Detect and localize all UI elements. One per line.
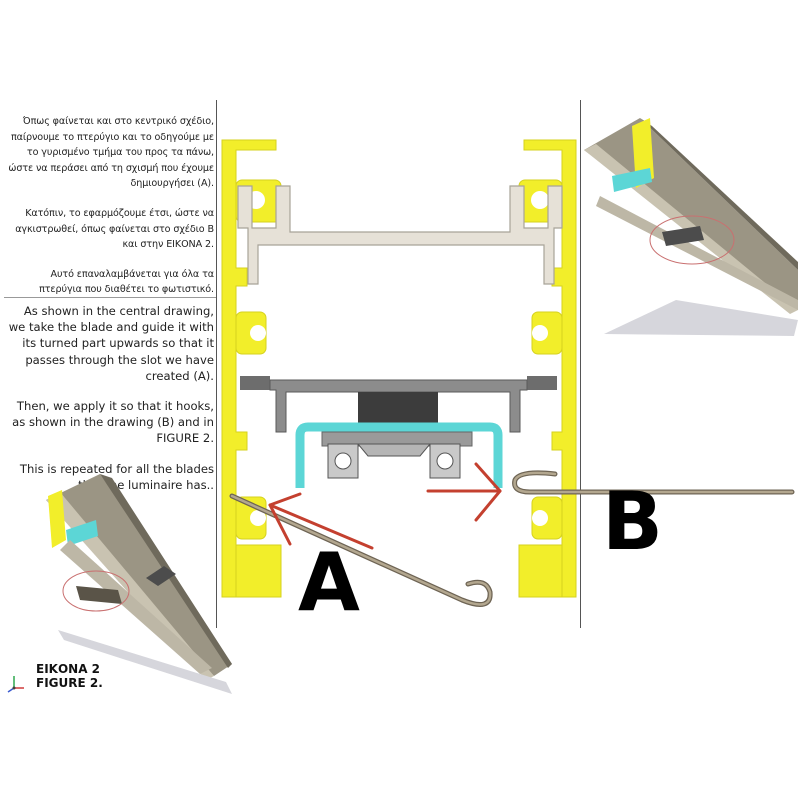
greek-instructions: Όπως φαίνεται και στο κεντρικό σχέδιο, π… [8,114,214,298]
label-b: B [602,475,663,568]
axis-icon [7,676,24,693]
figure-caption-english: FIGURE 2. [36,676,103,690]
figure-caption: ΕΙΚΟΝΑ 2 FIGURE 2. [36,662,103,690]
clip-frame [240,376,557,433]
led-holder [295,422,503,488]
figure-caption-greek: ΕΙΚΟΝΑ 2 [36,662,101,676]
arrow-a [268,492,374,550]
led-mount-blocks [327,443,461,479]
right-divider-line [580,100,581,628]
arrow-b [426,462,502,522]
english-paragraph-1: As shown in the central drawing, we take… [8,304,214,383]
english-paragraph-2: Then, we apply it so that it hooks, as s… [12,399,214,446]
blade-position-b [512,470,795,495]
figure-2-illustration [46,474,232,694]
blade-position-a [229,493,493,607]
english-instructions: As shown in the central drawing, we take… [8,303,214,493]
top-right-illustration [584,118,798,336]
greek-paragraph-3: Αυτό επαναλαμβάνεται για όλα τα πτερύγια… [39,268,214,296]
inner-liner [237,185,563,285]
greek-paragraph-2: Κατόπιν, το εφαρμόζουμε έτσι, ώστε να αγ… [15,207,214,251]
text-divider [4,297,216,298]
label-a: A [298,536,360,629]
left-divider-line [216,100,217,628]
greek-paragraph-1: Όπως φαίνεται και στο κεντρικό σχέδιο, π… [8,116,214,190]
